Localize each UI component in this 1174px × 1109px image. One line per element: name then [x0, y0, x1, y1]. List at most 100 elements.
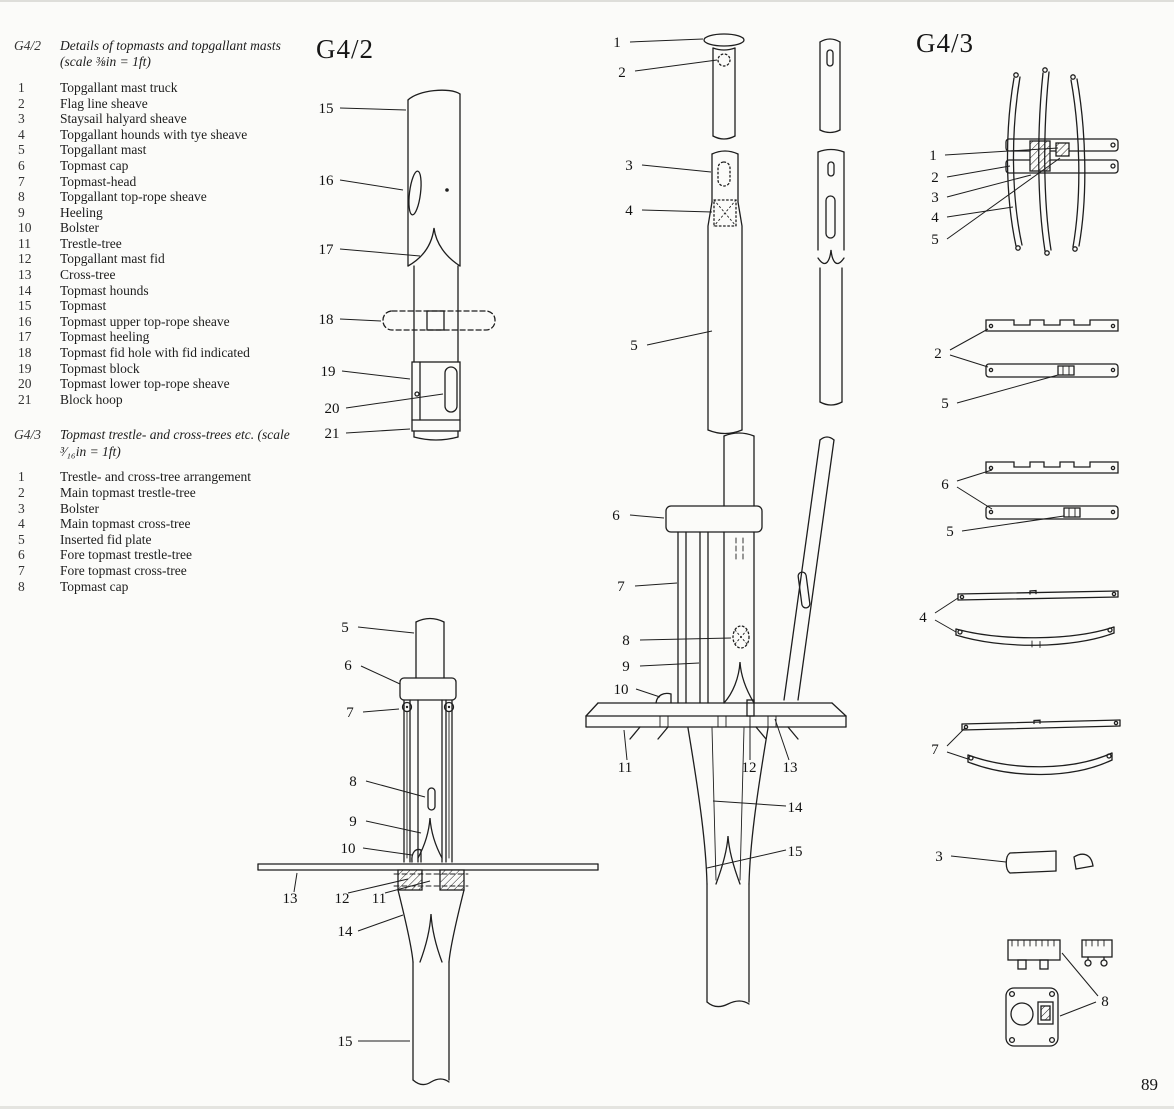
legend-item-label: Fore topmast trestle-tree	[60, 547, 192, 563]
legend-item-label: Topmast-head	[60, 173, 137, 189]
legend-item-label: Flag line sheave	[60, 95, 148, 111]
fig-topgallant-head-callouts: 1 2 3 4 5	[613, 35, 638, 354]
legend-g43-items: 1 Trestle- and cross-tree arrangement 2 …	[14, 469, 310, 594]
fig-trestle-trees-fore-leaders	[956, 469, 1065, 532]
callout-label: 10	[341, 841, 356, 857]
legend-item: 3 Bolster	[14, 501, 310, 517]
callout-label: 3	[931, 190, 939, 206]
fig-cross-trees-fore-callouts: 7	[931, 742, 939, 758]
fig-topmast-cap-views-leaders	[1059, 952, 1099, 1017]
legend-item-number: 8	[18, 189, 25, 205]
callout-label: 18	[319, 312, 334, 328]
legend-item-number: 20	[18, 376, 32, 392]
legend-item-label: Topmast heeling	[60, 329, 150, 345]
fig-trestle-trees-main	[985, 319, 1119, 378]
legend-item-label: Staysail halyard sheave	[60, 111, 187, 127]
legend-item: 7 Topmast-head	[14, 174, 310, 190]
fig-cross-trees-main	[955, 589, 1119, 648]
legend-item-number: 11	[18, 235, 31, 251]
legend-item: 18 Topmast fid hole with fid indicated	[14, 345, 310, 361]
callout-label: 16	[319, 173, 335, 189]
legend-item: 17 Topmast heeling	[14, 329, 310, 345]
legend-item-label: Topmast cap	[60, 157, 129, 173]
fig-crosstree-arrangement-leaders	[944, 147, 1061, 240]
legend-item: 1 Topgallant mast truck	[14, 80, 310, 96]
legend-item-number: 21	[18, 391, 32, 407]
callout-label: 19	[321, 364, 336, 380]
figure-code: G4/2	[14, 38, 41, 53]
callout-label: 12	[335, 891, 350, 907]
legend-item-label: Cross-tree	[60, 267, 116, 283]
legend-item-number: 6	[18, 157, 25, 173]
legend-item-number: 3	[18, 500, 25, 516]
legend-item: 15 Topmast	[14, 298, 310, 314]
legend-item: 7 Fore topmast cross-tree	[14, 563, 310, 579]
legend-g43-heading: G4/3 Topmast trestle- and cross-trees et…	[14, 427, 310, 460]
legend-item-number: 1	[18, 79, 25, 95]
legend-item: 19 Topmast block	[14, 361, 310, 377]
legend-item: 10 Bolster	[14, 220, 310, 236]
legend-g43: G4/3 Topmast trestle- and cross-trees et…	[14, 427, 310, 594]
fig-mast-assembly-front	[585, 432, 847, 1008]
fig-bolster	[1005, 850, 1094, 874]
legend-panel: G4/2 Details of topmasts and topgallant …	[14, 38, 310, 614]
figure-title-text: Details of topmasts and topgallant masts	[60, 38, 281, 53]
legend-item-number: 2	[18, 484, 25, 500]
callout-label: 9	[622, 659, 630, 675]
callout-label: 14	[338, 924, 354, 940]
fig-topmast-detail-callouts: 15 16 17 18 19 20 21	[319, 101, 340, 442]
legend-item: 4 Main topmast cross-tree	[14, 516, 310, 532]
callout-label: 5	[946, 524, 954, 540]
legend-item-number: 15	[18, 298, 32, 314]
fig-mast-assembly-side-leaders	[293, 626, 431, 1042]
legend-item-label: Topmast lower top-rope sheave	[60, 376, 230, 392]
legend-item-number: 14	[18, 282, 32, 298]
legend-item-label: Bolster	[60, 220, 99, 236]
legend-item: 8 Topmast cap	[14, 579, 310, 595]
legend-g42-items: 1 Topgallant mast truck 2 Flag line shea…	[14, 80, 310, 407]
legend-item: 16 Topmast upper top-rope sheave	[14, 314, 310, 330]
legend-item-number: 17	[18, 329, 32, 345]
legend-item-label: Fore topmast cross-tree	[60, 562, 187, 578]
legend-item-label: Inserted fid plate	[60, 531, 152, 547]
legend-item-label: Topgallant mast truck	[60, 79, 178, 95]
callout-label: 11	[372, 891, 386, 907]
legend-item-number: 4	[18, 126, 25, 142]
legend-item-label: Trestle- and cross-tree arrangement	[60, 469, 252, 485]
fig-topmast-detail	[382, 89, 496, 441]
legend-item: 20 Topmast lower top-rope sheave	[14, 376, 310, 392]
legend-item-number: 7	[18, 562, 25, 578]
legend-item: 6 Fore topmast trestle-tree	[14, 547, 310, 563]
callout-label: 15	[319, 101, 334, 117]
legend-item-label: Main topmast trestle-tree	[60, 484, 196, 500]
legend-item: 11 Trestle-tree	[14, 236, 310, 252]
legend-item-number: 5	[18, 142, 25, 158]
legend-item: 5 Topgallant mast	[14, 142, 310, 158]
callout-label: 2	[618, 65, 626, 81]
callout-label: 8	[622, 633, 630, 649]
legend-item-label: Bolster	[60, 500, 99, 516]
legend-item-label: Topmast fid hole with fid indicated	[60, 345, 250, 361]
callout-label: 10	[614, 682, 629, 698]
fig-crosstree-arrangement	[1005, 67, 1119, 256]
legend-item-label: Topgallant mast fid	[60, 251, 165, 267]
callout-label: 13	[283, 891, 298, 907]
fig-bolster-callouts: 3	[935, 849, 943, 865]
fig-topmast-detail-leaders	[339, 107, 444, 434]
callout-label: 13	[783, 760, 798, 776]
callout-label: 11	[618, 760, 632, 776]
legend-item-label: Trestle-tree	[60, 235, 122, 251]
fig-mast-assembly-side	[257, 617, 599, 1086]
figure-scale: (scale ⅜in = 1ft)	[60, 54, 151, 70]
legend-g42-heading: G4/2 Details of topmasts and topgallant …	[14, 38, 310, 71]
legend-item-number: 8	[18, 578, 25, 594]
figure-heading-g43: G4/3	[916, 28, 974, 58]
callout-label: 3	[625, 158, 633, 174]
figure-scale: (scale ³⁄₁₆in = 1ft)	[60, 427, 290, 459]
legend-item-label: Topmast hounds	[60, 282, 149, 298]
callout-label: 7	[346, 705, 354, 721]
legend-item: 13 Cross-tree	[14, 267, 310, 283]
legend-item: 4 Topgallant hounds with tye sheave	[14, 127, 310, 143]
page-number: 89	[1141, 1075, 1158, 1094]
